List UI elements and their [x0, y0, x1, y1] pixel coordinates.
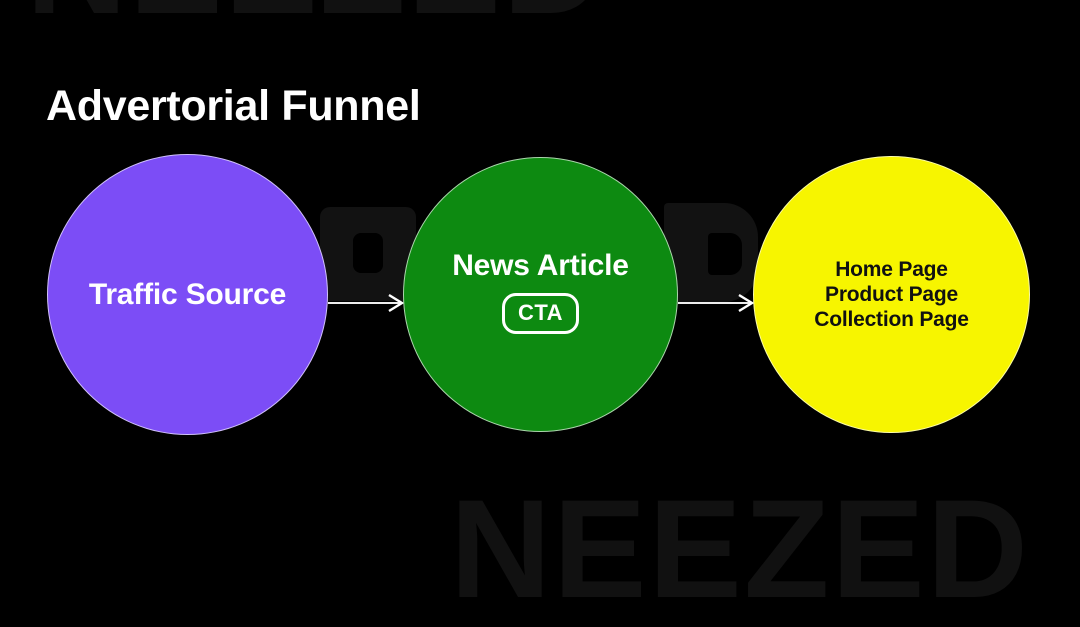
- cta-badge: CTA: [501, 293, 580, 334]
- stage-label-landing-pages: Home Page Product Page Collection Page: [814, 257, 969, 332]
- stage-circle-landing-pages: Home Page Product Page Collection Page: [753, 156, 1030, 433]
- landing-page-line-product: Product Page: [825, 283, 958, 306]
- watermark-letter-d-counter: [708, 233, 742, 275]
- watermark-text-bottom: NEEZED: [450, 470, 1030, 627]
- landing-page-line-collection: Collection Page: [814, 308, 969, 331]
- stage-circle-news-article: News Article CTA: [403, 157, 678, 432]
- watermark-letter-o: [320, 207, 416, 301]
- landing-page-line-home: Home Page: [835, 258, 948, 281]
- watermark-letter-o-counter: [353, 233, 383, 273]
- arrow-traffic-to-article: [327, 293, 405, 313]
- right-arrow-icon: [328, 293, 405, 313]
- stage-label-traffic-source: Traffic Source: [88, 277, 287, 311]
- stage-label-news-article: News Article: [452, 249, 629, 282]
- page-title: Advertorial Funnel: [46, 81, 421, 130]
- right-arrow-icon: [678, 293, 755, 313]
- watermark-text-top: NEEZED: [26, 0, 606, 35]
- watermark-letter-d: [664, 203, 758, 302]
- stage-circle-traffic-source: Traffic Source: [47, 154, 328, 435]
- arrow-article-to-pages: [677, 293, 755, 313]
